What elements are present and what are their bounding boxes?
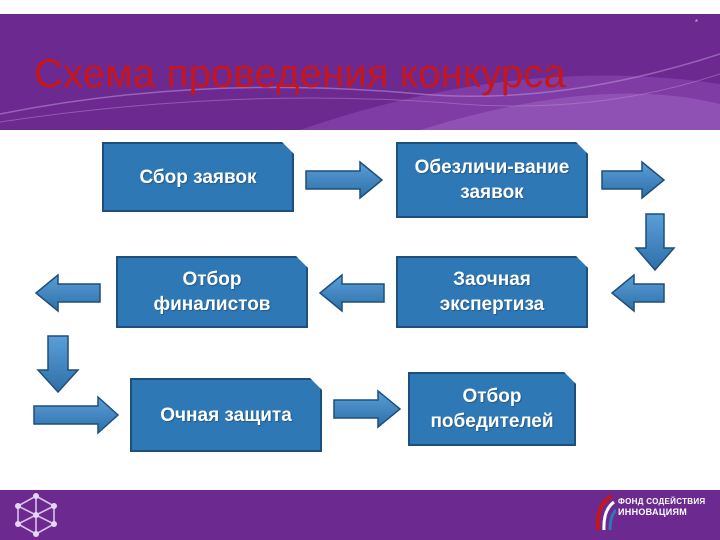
box-select-finalists: Отбор финалистов [116, 256, 308, 328]
box-defense-label: Очная защита [160, 404, 292, 426]
foundation-emblem-icon [595, 494, 616, 531]
slide-number: * [694, 18, 698, 27]
box-anonymize-label: Обезличи-вание заявок [414, 157, 570, 203]
box-anonymize-applications: Обезличи-вание заявок [396, 142, 588, 218]
arrow-right-4 [333, 389, 402, 429]
box-collect-label: Сбор заявок [139, 166, 257, 188]
box-in-person-defense: Очная защита [130, 378, 322, 452]
logo-line-2: ИННОВАЦИЯМ [618, 507, 688, 517]
logo-line-1: ФОНД СОДЕЙСТВИЯ [618, 497, 706, 506]
slide-title: Схема проведения конкурса [34, 52, 566, 96]
arrow-left-2 [318, 273, 385, 313]
box-collect-applications: Сбор заявок [102, 142, 294, 212]
header-swoosh-decoration [0, 53, 720, 130]
arrow-right-3 [33, 395, 120, 435]
arrow-down-left [36, 335, 80, 394]
arrow-left-3 [34, 273, 101, 313]
arrow-right-2 [601, 160, 666, 200]
arrow-right-1 [305, 160, 384, 200]
box-finalists-label: Отбор финалистов [153, 269, 271, 315]
arrow-down-right [634, 213, 676, 272]
box-select-winners: Отбор победителей [408, 372, 576, 446]
box-remote-expertise: Заочная экспертиза [396, 256, 588, 328]
arrow-left-1 [610, 273, 665, 313]
header-band [0, 14, 720, 130]
box-winners-label: Отбор победителей [430, 386, 554, 432]
foundation-logo: ФОНД СОДЕЙСТВИЯ ИННОВАЦИЯМ [594, 494, 714, 536]
box-expertise-label: Заочная экспертиза [439, 269, 545, 315]
molecule-logo-icon [15, 493, 57, 537]
